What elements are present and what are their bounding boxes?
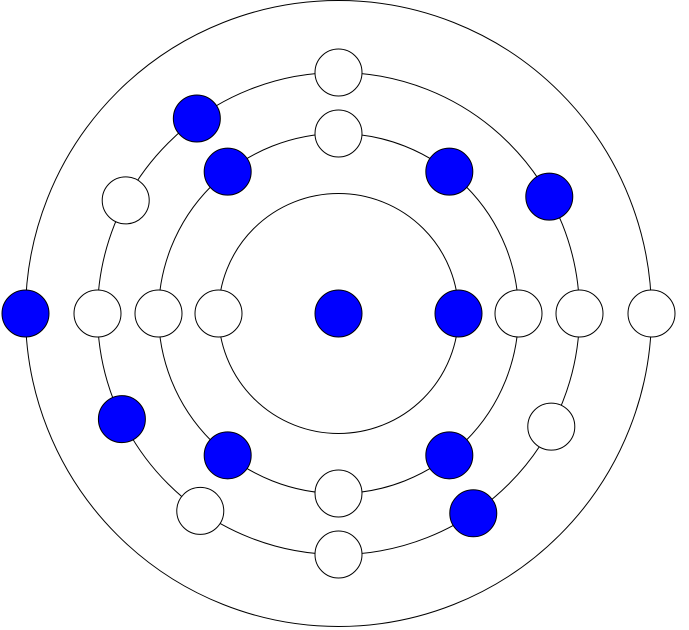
electron-dot-shell3-11-empty (527, 402, 576, 451)
electron-dot-shell3-10-filled (449, 489, 498, 538)
electron-dot-shell3-1-empty (555, 289, 604, 338)
electron-dot-shell2-1-empty (494, 289, 543, 338)
electron-dot-shell2-4-empty (134, 289, 183, 338)
electron-dot-shell2-7-filled (425, 431, 474, 480)
electron-dot-shell3-4-filled (172, 94, 221, 143)
electron-dot-shell4-1-empty (627, 289, 676, 338)
nucleus-dot (314, 289, 363, 338)
electron-dot-shell1-2-empty (194, 289, 243, 338)
electron-dots (1, 48, 676, 579)
electron-dot-shell4-2-filled (1, 289, 50, 338)
electron-dot-shell2-8-filled (425, 147, 474, 196)
electron-dot-shell2-3-filled (203, 147, 252, 196)
electron-dot-shell3-7-filled (97, 395, 146, 444)
electron-dot-shell3-3-empty (314, 48, 363, 97)
electron-dot-shell1-1-filled (434, 289, 483, 338)
electron-dot-shell3-9-empty (314, 530, 363, 579)
electron-dot-shell2-5-filled (203, 431, 252, 480)
electron-dot-shell2-6-empty (314, 469, 363, 518)
electron-dot-shell3-8-empty (176, 486, 225, 535)
electron-dot-shell2-2-empty (314, 109, 363, 158)
electron-dot-shell3-5-empty (101, 176, 150, 225)
electron-dot-shell3-2-filled (525, 172, 574, 221)
electron-dot-shell3-6-empty (73, 289, 122, 338)
